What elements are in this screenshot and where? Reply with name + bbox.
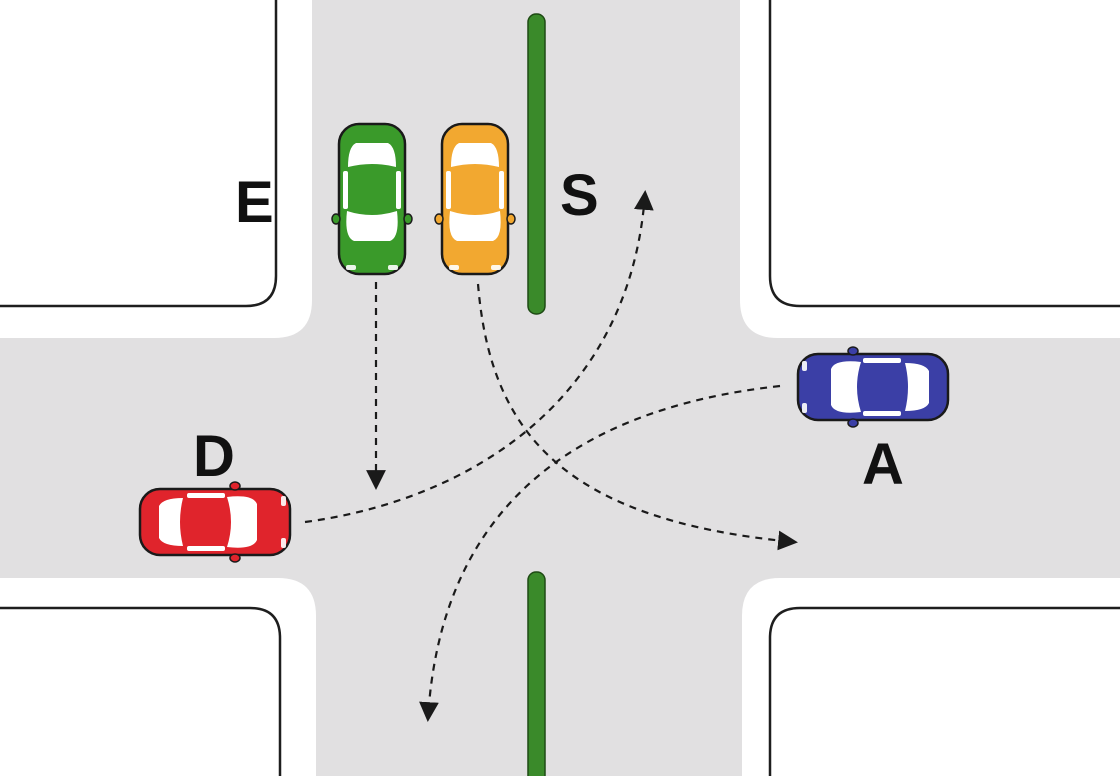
car-top-view-icon <box>138 481 292 563</box>
car-top-view-icon <box>796 346 950 428</box>
car-s <box>434 122 516 276</box>
block-top-left <box>0 0 312 338</box>
path-s-left-east <box>476 283 798 551</box>
movement-paths <box>304 190 798 722</box>
car-label-a: A <box>862 432 904 497</box>
median-north <box>527 13 546 315</box>
curb-bottom-left <box>0 606 282 776</box>
car-e <box>331 122 413 276</box>
block-bottom-right <box>742 578 1120 776</box>
car-top-view-icon <box>331 122 413 276</box>
car-top-view-icon <box>434 122 516 276</box>
curb-top-right <box>768 0 1120 308</box>
car-label-d: D <box>193 424 235 489</box>
block-bottom-left <box>0 578 316 776</box>
block-top-right <box>740 0 1120 338</box>
car-d <box>138 481 292 563</box>
median-south <box>527 571 546 776</box>
car-a <box>796 346 950 428</box>
curb-top-left <box>0 0 278 308</box>
path-a-left-south <box>419 384 781 722</box>
path-d-left-north <box>304 190 654 524</box>
car-label-e: E <box>235 170 274 235</box>
curb-bottom-right <box>768 606 1120 776</box>
car-label-s: S <box>560 163 599 228</box>
